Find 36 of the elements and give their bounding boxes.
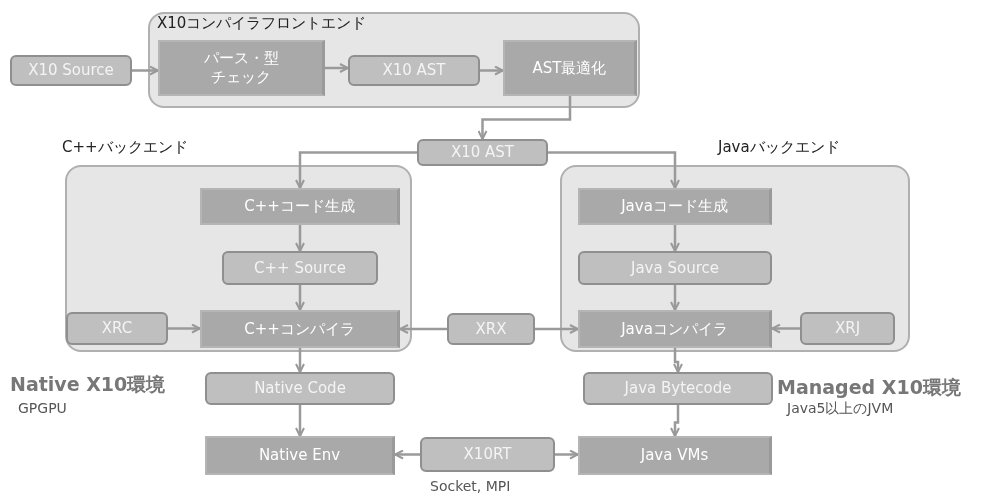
arrow bbox=[295, 348, 305, 373]
arrow bbox=[295, 151, 417, 189]
arrow bbox=[399, 324, 447, 334]
group-heading: X10コンパイラフロントエンド bbox=[157, 14, 367, 33]
process-box: パース・型チェック bbox=[158, 40, 325, 96]
arrow bbox=[670, 405, 680, 437]
arrow bbox=[670, 225, 680, 252]
note-text: Java5以上のJVM bbox=[787, 400, 894, 418]
arrow bbox=[548, 151, 680, 189]
process-box: C++コード生成 bbox=[200, 188, 400, 225]
process-box: Javaコンパイラ bbox=[578, 310, 772, 348]
arrow bbox=[295, 225, 305, 252]
arrow bbox=[480, 65, 504, 76]
note-text: GPGPU bbox=[18, 400, 67, 416]
group-heading: Javaバックエンド bbox=[718, 138, 840, 157]
arrow bbox=[535, 324, 579, 334]
arrow bbox=[394, 449, 420, 460]
arrow bbox=[295, 285, 305, 311]
arrow bbox=[477, 96, 572, 140]
arrow bbox=[295, 405, 305, 437]
arrow bbox=[325, 63, 349, 73]
environment-heading: Managed X10環境 bbox=[777, 375, 961, 400]
note-text: Socket, MPI bbox=[430, 478, 511, 494]
arrow bbox=[673, 348, 683, 373]
group-heading: C++バックエンド bbox=[62, 138, 188, 157]
process-box: Java VMs bbox=[578, 436, 772, 475]
process-box: C++コンパイラ bbox=[200, 310, 400, 348]
process-box: Native Env bbox=[205, 436, 395, 475]
arrow bbox=[132, 65, 159, 76]
arrow bbox=[168, 323, 201, 334]
arrow bbox=[771, 323, 800, 334]
arrow bbox=[555, 449, 579, 460]
process-box: AST最適化 bbox=[503, 40, 637, 96]
process-box: Javaコード生成 bbox=[578, 188, 772, 225]
environment-heading: Native X10環境 bbox=[10, 372, 166, 397]
arrow bbox=[670, 285, 680, 311]
